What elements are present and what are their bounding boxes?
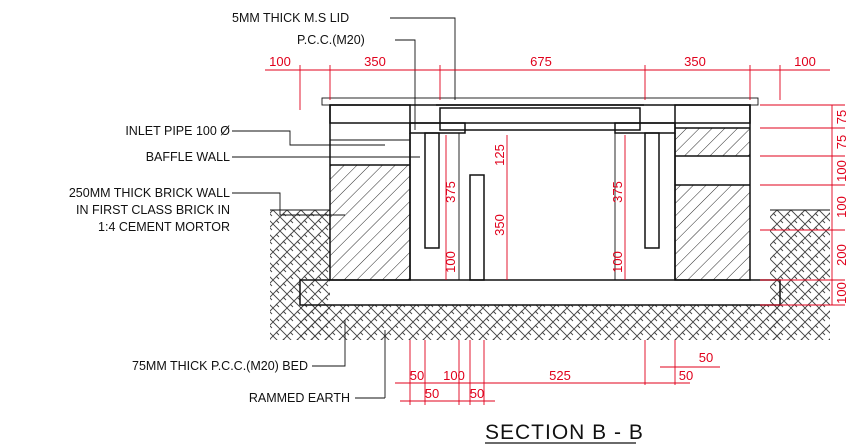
inlet-pipe xyxy=(330,132,425,141)
brick-wall-label-3: 1:4 CEMENT MORTOR xyxy=(98,220,230,234)
dim-right-6: 100 xyxy=(834,282,849,304)
dim-bottom-50a: 50 xyxy=(410,368,424,383)
pcc-label: P.C.C.(M20) xyxy=(297,33,365,47)
dim-bottom-525: 525 xyxy=(549,368,571,383)
dim-inner-125: 125 xyxy=(492,144,507,166)
pcc-bed xyxy=(299,279,781,306)
dim-inner-100-left: 100 xyxy=(443,251,458,273)
dim-bottom-100: 100 xyxy=(443,368,465,383)
brick-wall-label-2: IN FIRST CLASS BRICK IN xyxy=(76,203,230,217)
dim-inner-375-right: 375 xyxy=(610,181,625,203)
outer-cover xyxy=(321,97,759,106)
dim-bottom-50b: 50 xyxy=(679,368,693,383)
baffle-walls xyxy=(409,132,676,281)
dimension-lines xyxy=(265,65,845,405)
rammed-earth-label: RAMMED EARTH xyxy=(249,391,350,405)
dim-top-4: 350 xyxy=(684,54,706,69)
soil-region xyxy=(270,209,830,340)
leader-lines xyxy=(232,17,456,399)
dim-bottom-50e: 50 xyxy=(470,386,484,401)
dim-bottom-50c: 50 xyxy=(699,350,713,365)
dim-right-5: 200 xyxy=(834,244,849,266)
dim-top-5: 100 xyxy=(794,54,816,69)
dim-right-1: 75 xyxy=(834,110,849,124)
dim-bottom-50d: 50 xyxy=(425,386,439,401)
dim-right-4: 100 xyxy=(834,196,849,218)
inlet-pipe-label: INLET PIPE 100 Ø xyxy=(125,124,230,138)
section-title: SECTION B - B xyxy=(485,421,644,444)
brick-wall-label-1: 250MM THICK BRICK WALL xyxy=(69,186,230,200)
brick-walls xyxy=(329,104,751,281)
dim-inner-350: 350 xyxy=(492,214,507,236)
dim-inner-100-right: 100 xyxy=(610,251,625,273)
lid-label: 5MM THICK M.S LID xyxy=(232,11,349,25)
dim-inner-375-left: 375 xyxy=(443,181,458,203)
dim-right-2: 75 xyxy=(834,135,849,149)
dim-right-3: 100 xyxy=(834,160,849,182)
dim-top-3: 675 xyxy=(530,54,552,69)
dim-top-2: 350 xyxy=(364,54,386,69)
dim-top-1: 100 xyxy=(269,54,291,69)
pcc-bed-label: 75MM THICK P.C.C.(M20) BED xyxy=(132,359,308,373)
baffle-wall-label: BAFFLE WALL xyxy=(146,150,230,164)
